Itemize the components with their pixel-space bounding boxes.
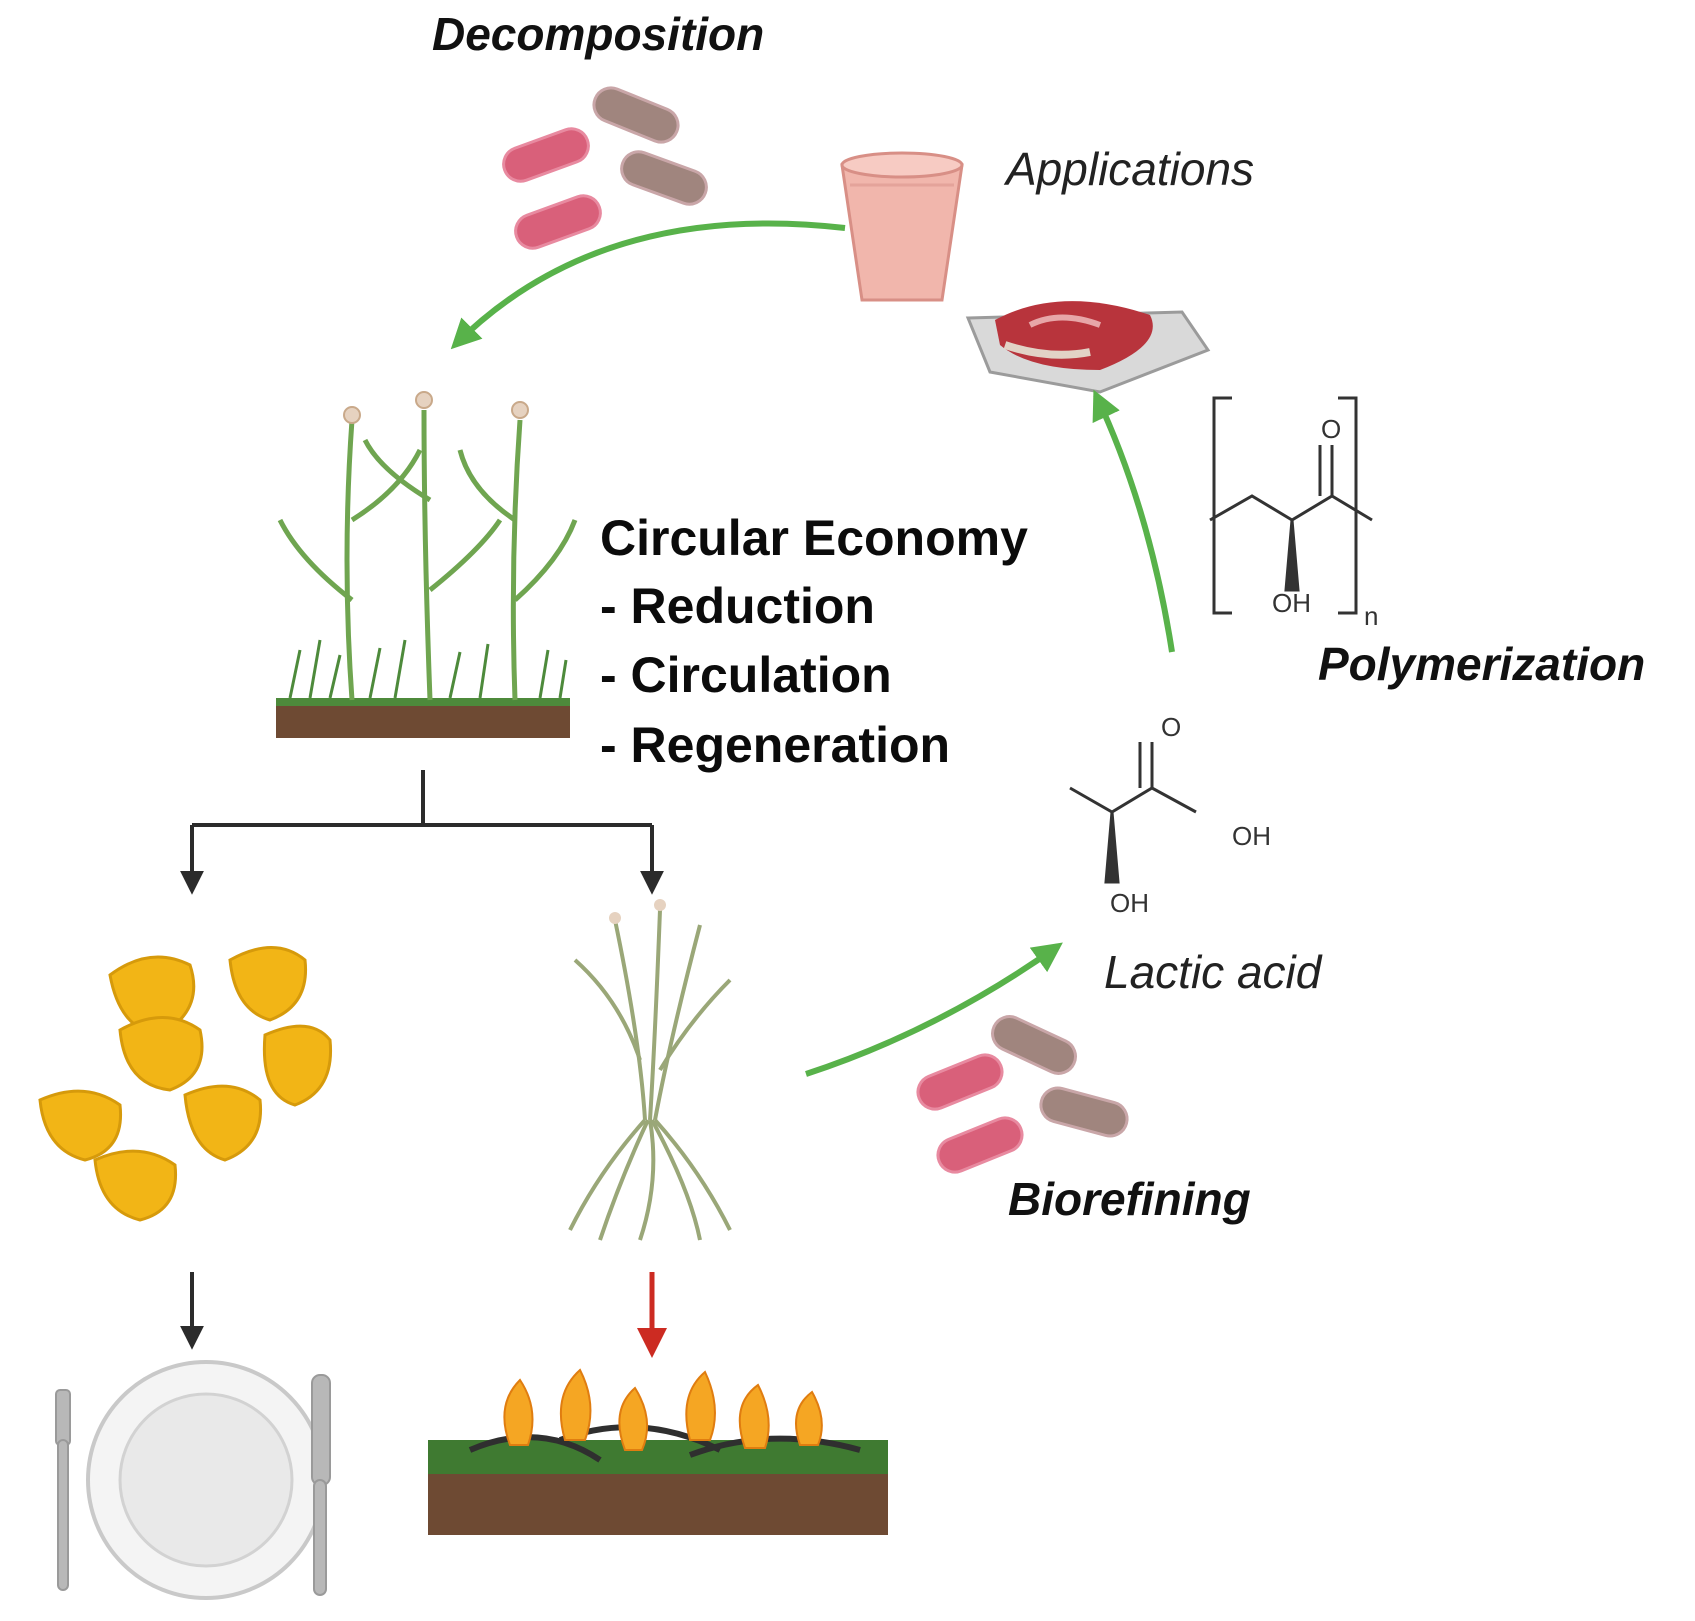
biorefining-arrow [805,942,1063,1077]
corn-plants-icon [276,391,578,738]
harvest-split-arrows [180,770,664,895]
lactic-acid-oh: OH [1232,821,1271,851]
biorefining-label: Biorefining [1008,1173,1251,1225]
pla-structure [1209,396,1373,615]
bacteria-icon [497,81,713,255]
pla-hydroxyl: OH [1272,588,1311,618]
applications-label: Applications [1003,143,1254,195]
plate-cutlery-icon [55,1360,331,1600]
circular-economy-text: Circular Economy - Reduction - Circulati… [600,510,1028,773]
pla-oxygen: O [1321,414,1341,444]
cup-icon [840,151,964,302]
decomposition-arrow [450,220,846,350]
meat-tray-icon [965,301,1211,394]
corn-kernels-icon [38,946,333,1222]
polymerization-arrow [1092,389,1175,653]
bacteria-icon [911,1009,1133,1179]
pla-subscript-n: n [1364,601,1378,631]
circulation-item: - Circulation [600,647,892,703]
lactic-oxygen: O [1161,712,1181,742]
regeneration-item: - Regeneration [600,717,950,773]
decomposition-label: Decomposition [432,8,764,60]
corn-stover-icon [568,899,732,1241]
lactic-alpha-oh: OH [1110,888,1149,918]
reduction-item: - Reduction [600,578,875,634]
polymerization-label: Polymerization [1318,638,1645,690]
lactic-acid-structure [1069,742,1197,884]
circular-economy-title: Circular Economy [600,510,1028,566]
burning-field-icon [428,1368,888,1535]
lactic-acid-label: Lactic acid [1104,946,1323,998]
